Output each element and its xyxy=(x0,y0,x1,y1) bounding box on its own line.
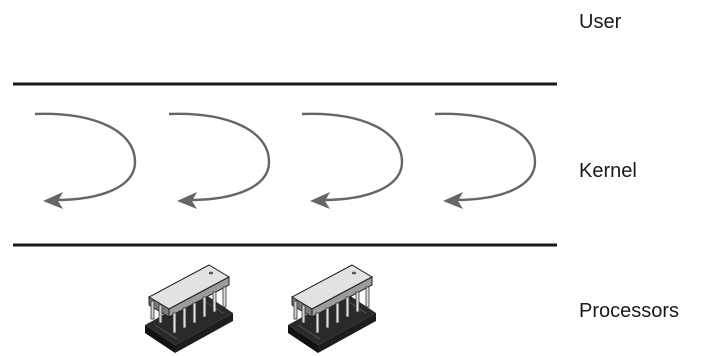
kernel-thread-icon xyxy=(167,112,271,211)
kernel-thread-icon xyxy=(300,112,404,211)
processor-chip-icon xyxy=(287,264,377,354)
kernel-thread-icon xyxy=(433,112,537,211)
processor-chip-icon xyxy=(144,264,234,354)
processors-label: Processors xyxy=(579,300,680,322)
kernel-thread-icon xyxy=(33,112,137,211)
user-space-label: User xyxy=(579,11,622,33)
kernel-space-label: Kernel xyxy=(579,160,637,182)
